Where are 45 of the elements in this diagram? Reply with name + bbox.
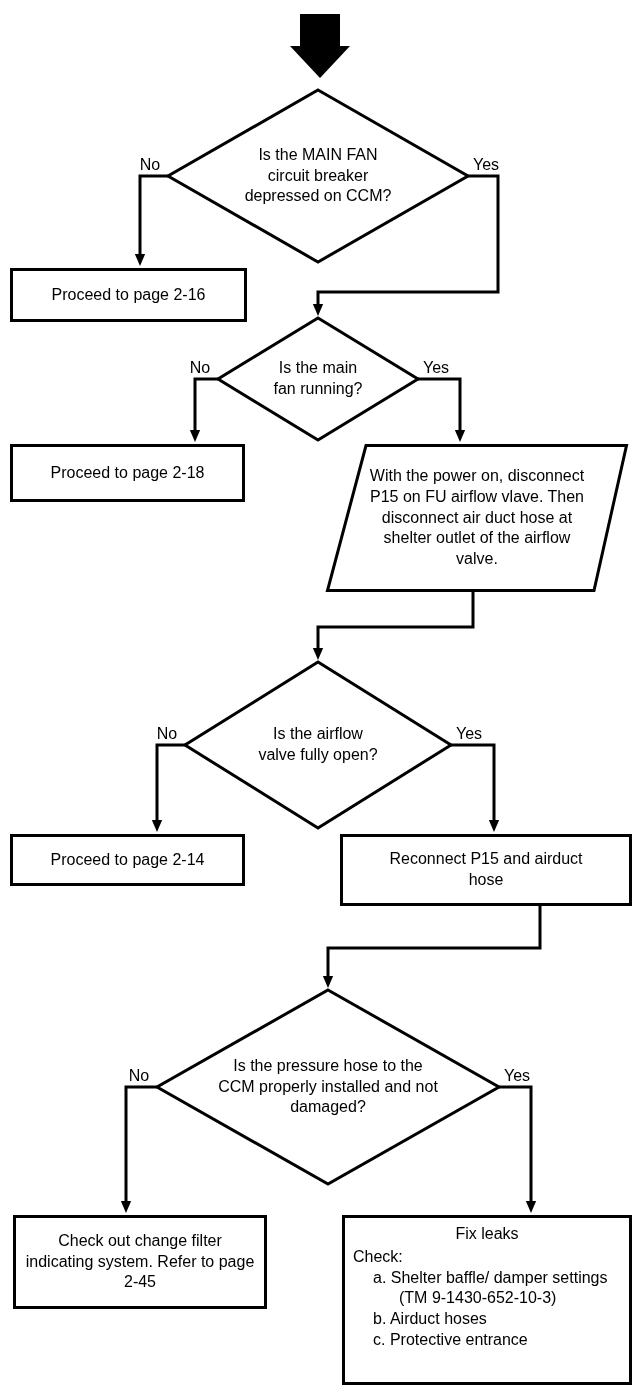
edge-label: No — [155, 726, 179, 742]
decision-diamond — [185, 662, 451, 828]
box-text: Proceed to page 2-14 — [50, 849, 205, 870]
process-box — [340, 834, 632, 906]
decision-diamond — [157, 990, 499, 1184]
list-item: b. Airduct hoses — [372, 1309, 488, 1330]
box-text: Proceed to page 2-16 — [51, 284, 206, 305]
process-box — [10, 444, 245, 502]
process-box — [342, 1215, 632, 1385]
edge-label: Yes — [454, 726, 484, 742]
arrow — [451, 743, 500, 832]
arrow — [499, 1085, 537, 1213]
arrow — [312, 174, 500, 316]
arrow — [418, 377, 466, 442]
edge-label: Yes — [421, 360, 451, 376]
decision-diamond — [168, 90, 468, 262]
edge-label: No — [188, 360, 212, 376]
question-text: Is the main fan running? — [273, 358, 363, 399]
process-box — [13, 1215, 267, 1309]
block-arrow — [290, 14, 350, 78]
box-heading: Fix leaks — [454, 1224, 520, 1244]
box-text: Reconnect P15 and airduct hose — [388, 849, 584, 890]
question-text: Is the pressure hose to the CCM properly installed and not damaged? — [218, 1055, 438, 1118]
list-item: c. Protective entrance — [372, 1330, 529, 1350]
box-text: Check out change filter indicating system. Refer to page 2-45 — [25, 1230, 255, 1293]
box-text: Proceed to page 2-18 — [50, 462, 205, 483]
box-text: Check: — [353, 1246, 404, 1267]
edge-label: Yes — [502, 1068, 532, 1084]
question-text: Is the airflow valve fully open? — [258, 724, 378, 765]
process-box — [10, 268, 247, 322]
arrow — [322, 906, 542, 988]
arrow — [151, 743, 185, 832]
edge-label: No — [138, 157, 162, 173]
question-text: Is the MAIN FAN circuit breaker depressed on CCM? — [243, 144, 393, 207]
box-text: With the power on, disconnect P15 on FU airflow vlave. Then disconnect air duct hose at shelter outlet of the airflow valve. — [368, 466, 586, 570]
list-item: a. Shelter baffle/ damper settings (TM 9-1430-652-10-3) — [372, 1267, 609, 1309]
edge-label: Yes — [471, 157, 501, 173]
process-box — [10, 834, 245, 886]
arrow — [120, 1085, 157, 1213]
arrow — [189, 377, 218, 442]
decision-diamond — [218, 318, 418, 440]
arrow — [134, 174, 168, 266]
arrow — [312, 592, 475, 660]
input-parallelogram — [326, 444, 628, 592]
edge-label: No — [127, 1068, 151, 1084]
